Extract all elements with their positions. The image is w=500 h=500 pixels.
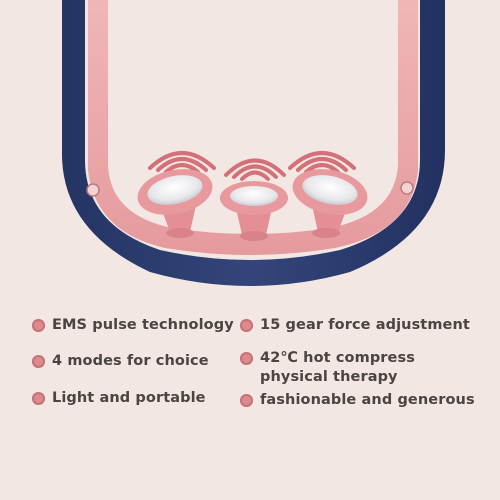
bullet-icon [32,355,45,368]
feature-item-ems: EMS pulse technology [32,316,234,335]
feature-item-gear: 15 gear force adjustment [240,316,470,335]
right-hinge-icon [400,181,414,195]
massage-head-icon [137,169,213,238]
massage-head-icon [292,169,368,238]
feature-label: Light and portable [52,390,206,406]
bullet-icon [32,392,45,405]
left-hinge-icon [86,183,100,197]
feature-item-portable: Light and portable [32,389,206,408]
feature-label: 4 modes for choice [52,353,209,369]
bullet-icon [240,394,253,407]
feature-label: 15 gear force adjustment [260,317,470,333]
feature-item-fashionable: fashionable and generous [240,391,475,410]
feature-label: fashionable and generous [260,392,475,408]
bullet-icon [240,319,253,332]
feature-item-hot-compress: 42℃ hot compress physical therapy [240,349,470,387]
neck-massager-illustration [61,0,446,286]
feature-item-modes: 4 modes for choice [32,352,209,371]
bullet-icon [240,352,253,365]
heat-wave-icon [148,151,356,181]
bullet-icon [32,319,45,332]
feature-label: 42℃ hot compress physical therapy [260,350,415,385]
feature-label: EMS pulse technology [52,317,234,333]
massage-head-icon [220,181,288,241]
